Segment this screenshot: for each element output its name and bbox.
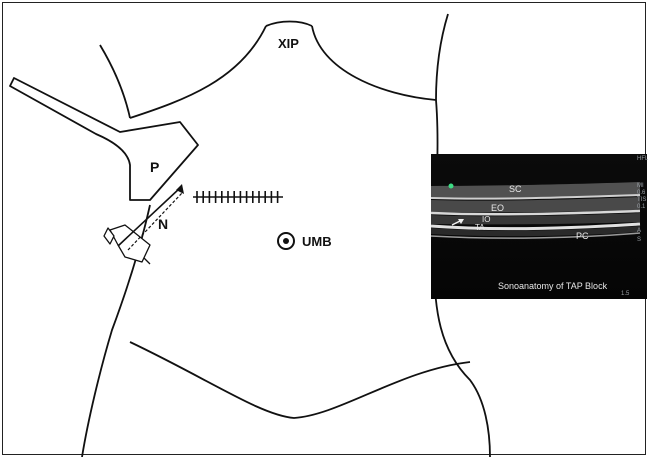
side-readout: MI [637, 183, 644, 189]
side-readout: A [637, 228, 641, 234]
side-readout: TIS [637, 197, 646, 203]
umbilicus-label: UMB [302, 234, 332, 249]
orientation-marker [449, 184, 454, 189]
xiphoid-label: XIP [278, 36, 299, 51]
layer-label-sc: SC [509, 184, 522, 194]
side-readout: 0.1 [637, 204, 646, 210]
side-readout: 0.6 [637, 190, 646, 196]
layer-label-pc: PC [576, 231, 589, 241]
needle-label: N [158, 216, 168, 232]
ultrasound-caption: Sonoanatomy of TAP Block [498, 281, 608, 291]
side-readout: HFL [637, 156, 648, 162]
side-readout: S [637, 237, 641, 243]
depth-readout: 1.5 [621, 291, 630, 297]
layer-label-ta: TA [475, 223, 485, 232]
layer-label-eo: EO [491, 203, 504, 213]
umbilicus-inner [283, 238, 289, 244]
pectoral-label: P [150, 159, 159, 175]
ultrasound-image: SC EO IO TA PC Sonoanatomy of TAP Block … [431, 154, 648, 299]
